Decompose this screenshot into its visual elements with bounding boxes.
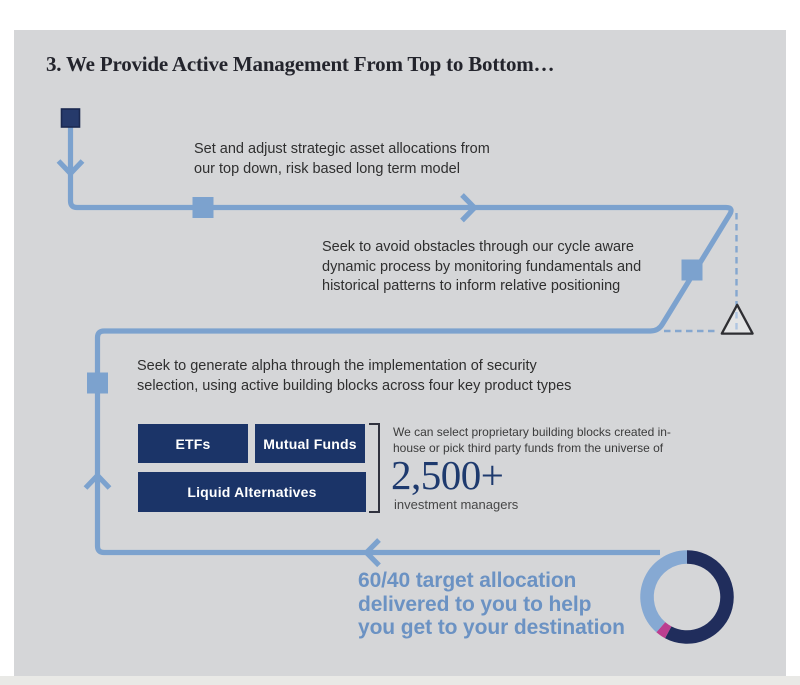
- grouping-bracket: [369, 423, 380, 513]
- universe-count: 2,500+: [391, 452, 504, 498]
- cta-text: 60/40 target allocation delivered to you…: [358, 569, 625, 639]
- donut-segment-navy: [665, 550, 734, 644]
- donut-segment-magenta: [656, 621, 672, 639]
- waypoint-square-2: [681, 259, 703, 281]
- etfs-box-label: ETFs: [175, 435, 211, 452]
- flow-arrow-up-icon: [83, 471, 112, 490]
- flow-route-line: [67, 127, 734, 556]
- mutual-funds-box: Mutual Funds: [255, 424, 365, 463]
- obstacle-triangle-icon: [720, 303, 754, 335]
- page-title: 3. We Provide Active Management From Top…: [46, 52, 555, 76]
- step-2-text: Seek to avoid obstacles through our cycl…: [322, 239, 642, 294]
- mutual-funds-box-label: Mutual Funds: [263, 435, 357, 452]
- liquid-alternatives-box-label: Liquid Alternatives: [187, 484, 317, 500]
- etfs-box: ETFs: [138, 424, 248, 463]
- donut-chart: [640, 550, 734, 644]
- liquid-alternatives-box: Liquid Alternatives: [138, 472, 366, 512]
- start-node-square: [60, 108, 81, 128]
- flow-arrow-down-icon: [56, 159, 85, 178]
- flow-arrow-left-icon: [362, 538, 381, 568]
- donut-segment-lightblue: [640, 550, 688, 633]
- flow-arrow-right-icon: [460, 193, 479, 223]
- universe-count-label: investment managers: [394, 497, 519, 512]
- bottom-edge-strip: [0, 676, 800, 685]
- universe-note-text: We can select proprietary building block…: [393, 425, 671, 455]
- step-1-text: Set and adjust strategic asset allocatio…: [194, 141, 490, 177]
- waypoint-square-3: [87, 372, 108, 394]
- step-3-text: Seek to generate alpha through the imple…: [137, 358, 572, 394]
- waypoint-square-1: [192, 197, 214, 218]
